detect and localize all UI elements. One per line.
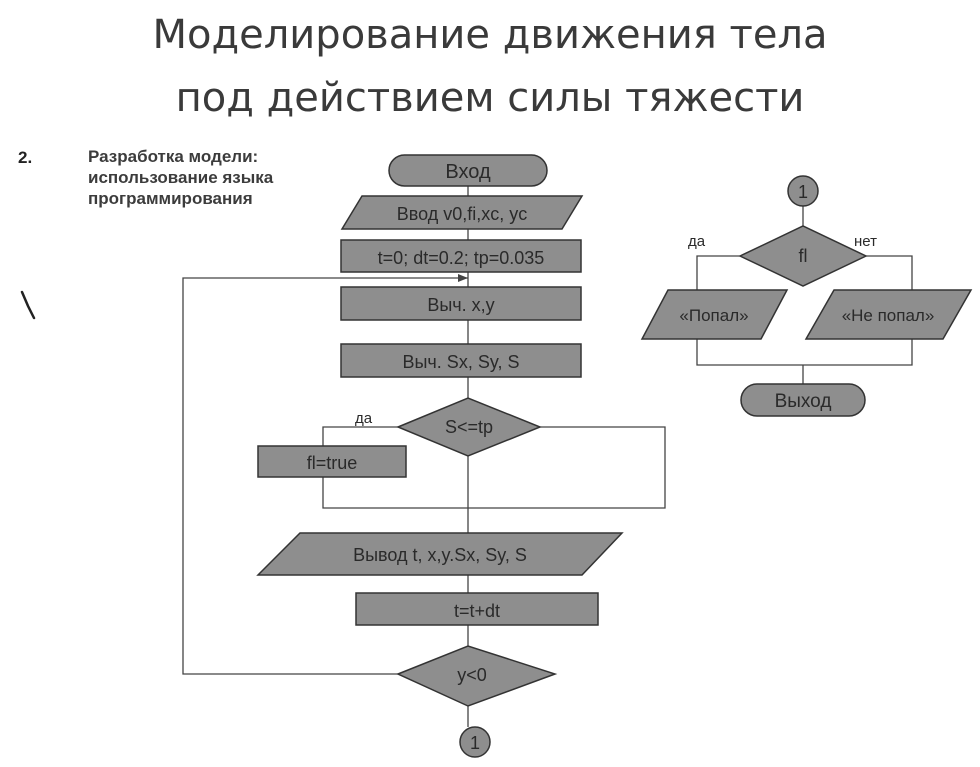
calc-xy-block	[340, 286, 582, 321]
connector-top-label: 1	[798, 182, 808, 202]
decision-fl	[738, 225, 868, 287]
hit-output-label: «Попал»	[679, 306, 748, 325]
step-number: 2.	[18, 148, 33, 167]
miss-output	[804, 289, 973, 340]
pen-mark	[20, 290, 36, 320]
calc-s-block	[340, 343, 582, 378]
connector-top	[787, 175, 819, 207]
decision-y-lt-0	[396, 645, 558, 707]
decision-s-yes-label: да	[355, 410, 373, 427]
calc-xy-label: Выч. x,y	[427, 295, 494, 315]
exit-terminal	[740, 383, 866, 417]
set-fl-label: fl=true	[307, 453, 358, 473]
decision-fl-yes-label: да	[688, 233, 706, 250]
decision-y-label: y<0	[457, 665, 487, 685]
start-terminal	[388, 154, 548, 187]
increment-block	[355, 592, 599, 626]
output-block	[256, 532, 624, 576]
decision-fl-no-label: нет	[854, 233, 877, 250]
decision-s-le-tp	[396, 397, 543, 457]
title-line-2: под действием силы тяжести	[175, 75, 805, 121]
exit-label: Выход	[775, 391, 832, 412]
init-block	[340, 239, 582, 273]
connector-bottom-label: 1	[470, 733, 480, 753]
step-text-line-2: использование языка	[88, 168, 274, 187]
input-block	[340, 195, 584, 230]
hit-output	[640, 289, 789, 340]
side-connectors	[696, 206, 913, 384]
output-label: Вывод t, x,y.Sx, Sy, S	[353, 545, 527, 565]
set-fl-block	[257, 445, 407, 478]
connector-bottom	[459, 726, 491, 758]
title-line-1: Моделирование движения тела	[152, 12, 828, 58]
calc-s-label: Выч. Sx, Sy, S	[402, 352, 519, 372]
main-connectors	[182, 186, 666, 727]
increment-label: t=t+dt	[454, 601, 500, 621]
step-description: Разработка модели: использование языка п…	[88, 146, 348, 209]
start-label: Вход	[445, 161, 491, 183]
step-text-line-1: Разработка модели:	[88, 147, 259, 166]
decision-fl-label: fl	[799, 246, 808, 266]
miss-output-label: «Не попал»	[842, 306, 935, 325]
init-label: t=0; dt=0.2; tp=0.035	[378, 248, 545, 268]
step-text-line-3: программирования	[88, 189, 253, 208]
input-label: Ввод v0,fi,xc, yc	[397, 204, 528, 224]
decision-s-label: S<=tp	[445, 417, 493, 437]
